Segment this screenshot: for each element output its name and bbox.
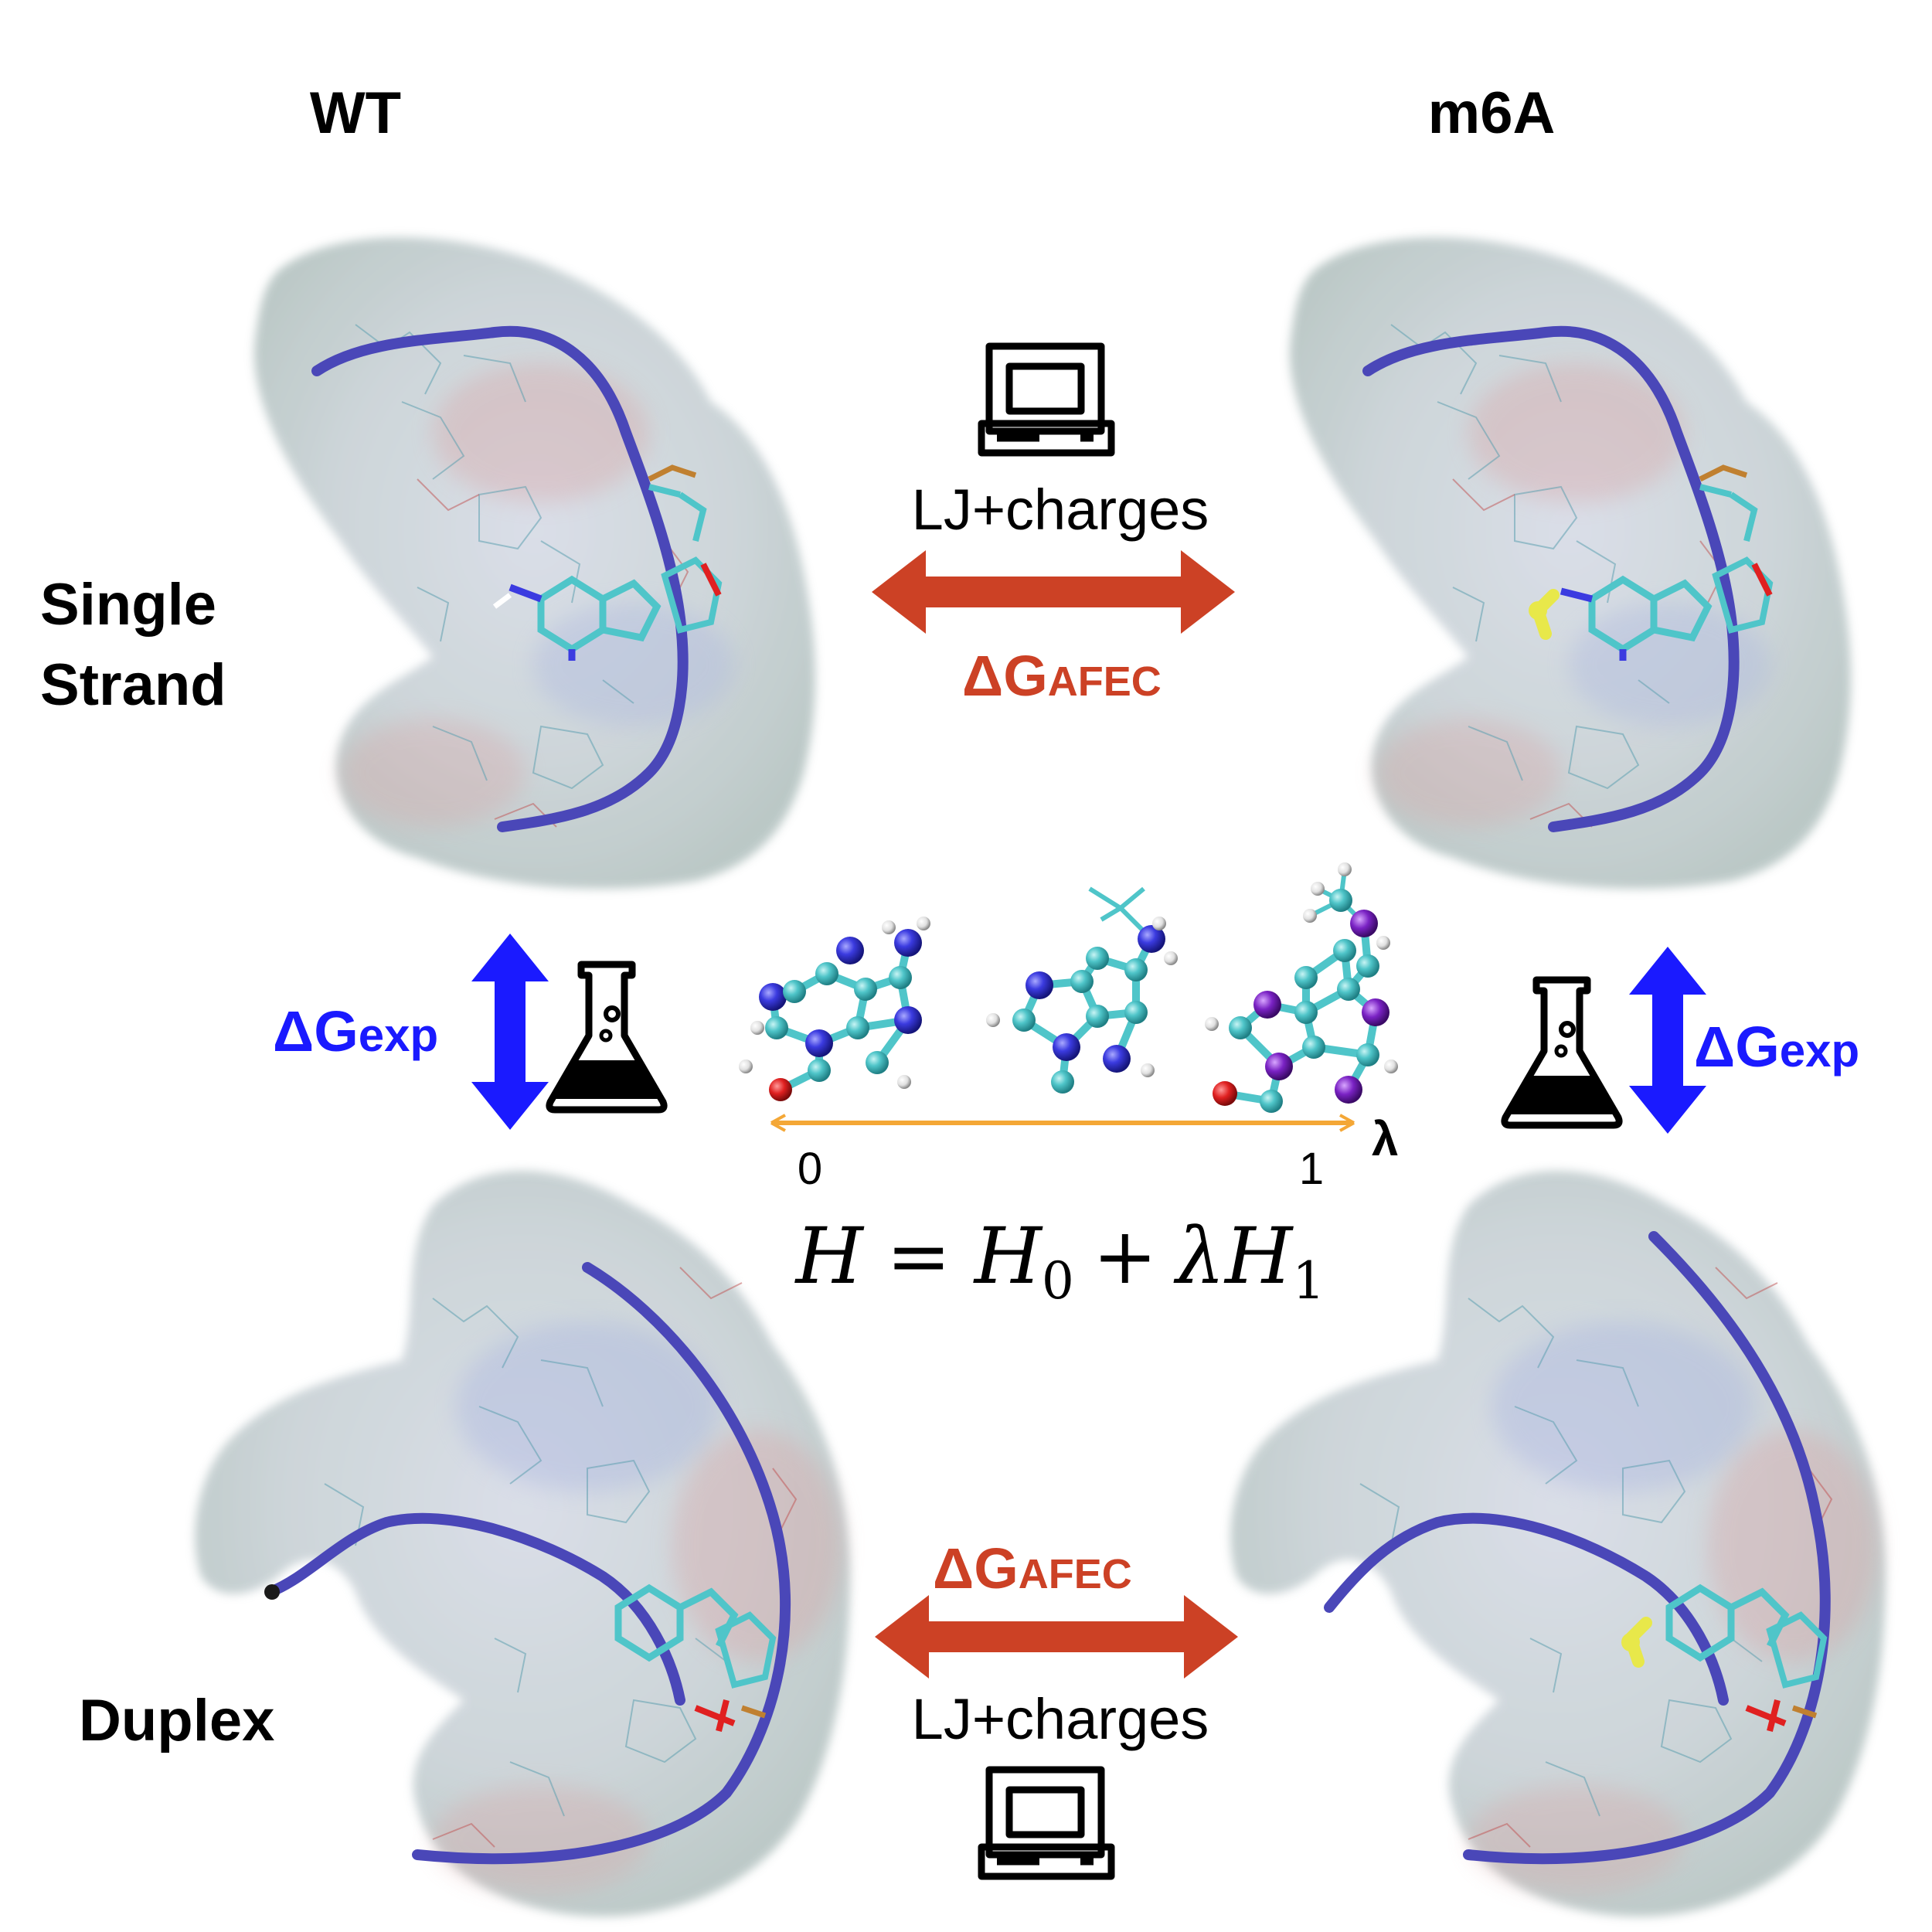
row-label-single-strand-line1: Single — [40, 572, 216, 638]
m6a-molecule-lambda-1 — [1205, 862, 1398, 1113]
method-label-top: LJ+charges — [912, 478, 1209, 542]
exp-delta-left: ΔG — [273, 999, 359, 1063]
afec-arrow-top — [872, 550, 1235, 634]
row-label-duplex: Duplex — [79, 1688, 274, 1753]
adenine-molecule-lambda-0 — [739, 917, 930, 1101]
lambda-start-tick: 0 — [798, 1144, 822, 1194]
lambda-end-tick: 1 — [1299, 1144, 1324, 1194]
exp-subscript-right: exp — [1780, 1025, 1859, 1077]
afec-label-top: ΔGAFEC — [962, 644, 1162, 708]
flask-icon — [546, 961, 668, 1114]
afec-arrow-bottom — [875, 1595, 1238, 1679]
row-label-single-strand-line2: Strand — [40, 652, 226, 718]
eq-sub0: 0 — [1042, 1251, 1074, 1311]
flask-icon — [1501, 976, 1623, 1129]
column-label-m6a: m6A — [1428, 80, 1556, 146]
molecule-m6a-single-strand — [1289, 237, 1851, 889]
afec-subscript-top: AFEC — [1048, 658, 1162, 705]
eq-h: H — [794, 1211, 865, 1301]
molecule-wt-duplex — [195, 1171, 850, 1917]
exp-delta-right: ΔG — [1694, 1015, 1780, 1079]
hamiltonian-equation: H=H0+λH1 — [794, 1211, 1325, 1311]
lambda-axis-arrow — [770, 1114, 1355, 1132]
afec-subscript-bottom: AFEC — [1019, 1551, 1132, 1597]
eq-sub1: 1 — [1292, 1251, 1325, 1311]
computer-icon — [978, 1766, 1115, 1880]
afec-delta-top: ΔG — [962, 644, 1048, 708]
computer-icon — [978, 342, 1115, 457]
afec-delta-bottom: ΔG — [933, 1536, 1019, 1600]
column-label-wt: WT — [310, 80, 401, 146]
eq-h1: H — [1223, 1211, 1294, 1301]
exp-label-right: ΔGexp — [1694, 1015, 1859, 1079]
exp-arrow-left — [471, 934, 549, 1130]
molecule-m6a-duplex — [1230, 1171, 1886, 1917]
method-label-bottom: LJ+charges — [912, 1687, 1209, 1751]
intermediate-molecule — [986, 886, 1178, 1094]
lambda-axis-label: λ — [1372, 1113, 1398, 1166]
molecule-wt-single-strand — [253, 237, 815, 889]
eq-lambda: λ — [1173, 1211, 1225, 1301]
exp-arrow-right — [1629, 947, 1706, 1134]
exp-label-left: ΔGexp — [273, 999, 438, 1063]
eq-plus: + — [1093, 1211, 1158, 1301]
eq-h0: H — [973, 1211, 1043, 1301]
eq-equals: = — [886, 1211, 951, 1301]
afec-label-bottom: ΔGAFEC — [933, 1536, 1132, 1600]
exp-subscript-left: exp — [359, 1009, 438, 1061]
